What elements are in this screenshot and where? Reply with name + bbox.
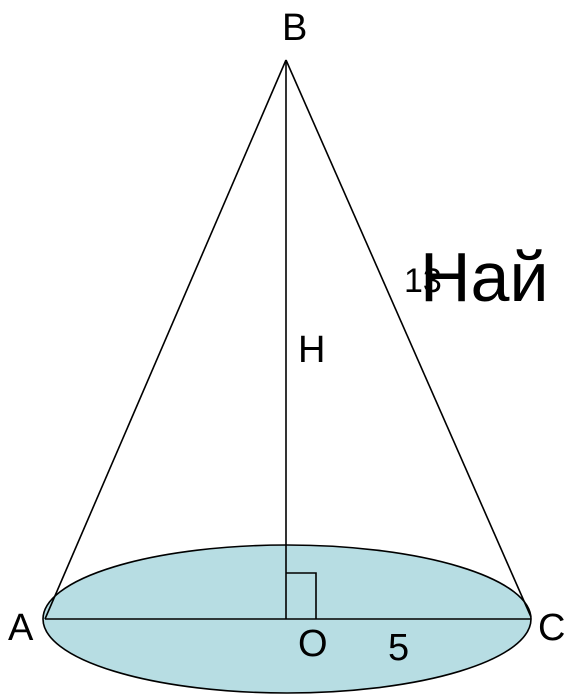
label-b: B — [282, 7, 307, 49]
generatrix-bc — [285, 59, 532, 618]
label-o: O — [298, 623, 328, 665]
label-height-h: H — [298, 329, 325, 371]
label-slant: 13 — [404, 262, 442, 300]
label-a: A — [8, 607, 34, 649]
right-angle-marker — [286, 572, 317, 619]
generatrix-ba — [44, 59, 287, 620]
label-radius: 5 — [388, 627, 409, 669]
label-c: C — [538, 607, 565, 649]
overlay-heading-text: Най — [420, 238, 549, 316]
